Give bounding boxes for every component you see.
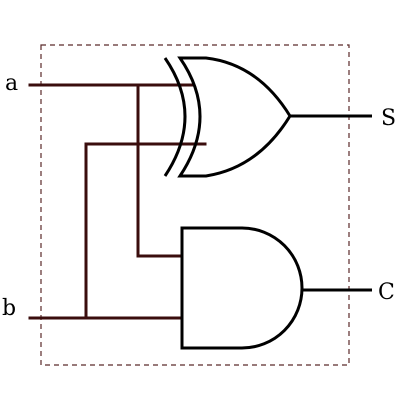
- module-boundary: [40, 44, 350, 366]
- xor-body: [177, 56, 292, 178]
- xor-extra-curve: [163, 57, 187, 177]
- output-label-carry: C: [378, 280, 395, 305]
- xor-gate: [163, 56, 292, 178]
- input-label-a: a: [5, 71, 18, 96]
- output-label-sum: S: [381, 106, 396, 131]
- and-gate: [180, 226, 304, 350]
- and-body: [180, 226, 304, 350]
- input-label-b: b: [2, 296, 16, 321]
